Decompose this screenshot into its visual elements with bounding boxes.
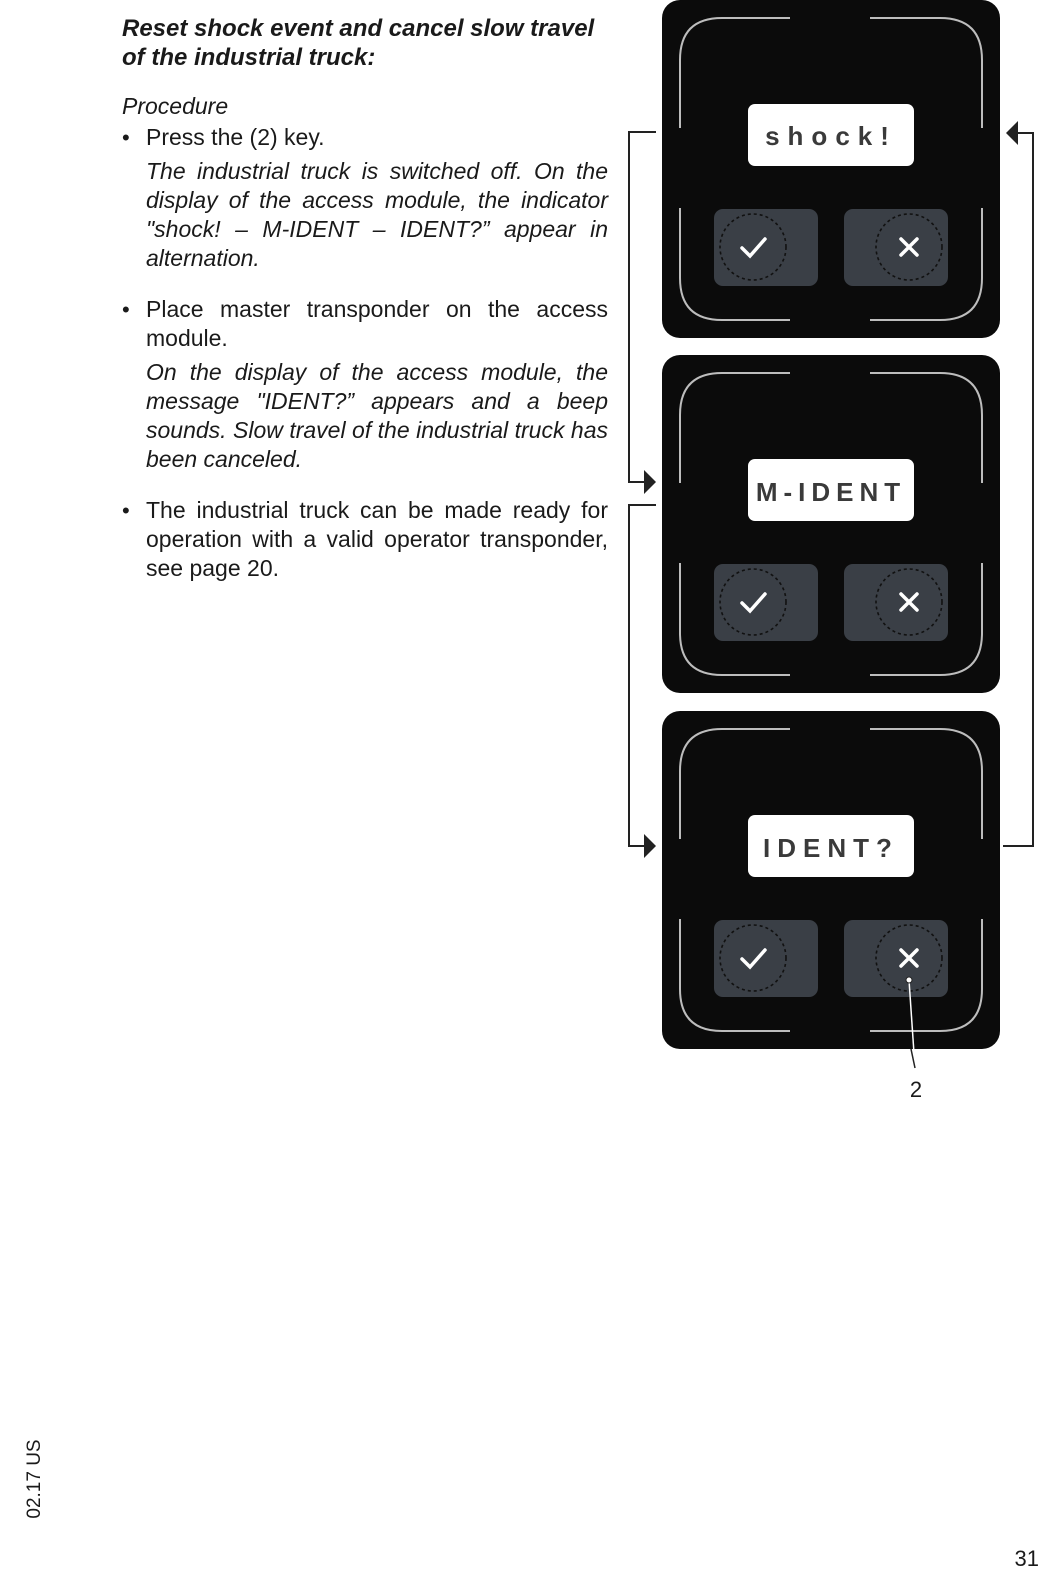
cross-icon <box>899 948 919 968</box>
arrowhead <box>644 470 656 494</box>
step-action: Press the (2) key. <box>146 124 325 150</box>
module-screen-2: M-IDENT <box>662 355 1000 693</box>
cancel-button <box>844 564 948 641</box>
display-text: shock! <box>765 121 897 151</box>
display-text: IDENT? <box>763 833 899 863</box>
module-screen-1: shock! <box>662 0 1000 338</box>
step-action: The industrial truck can be made ready f… <box>146 497 608 581</box>
step-1: • Press the (2) key. The industrial truc… <box>122 123 608 273</box>
module-panel <box>662 711 1000 1049</box>
bullet: • <box>122 297 130 322</box>
callout-2: 2 <box>905 976 922 1102</box>
display-window <box>748 104 914 166</box>
frame-corners <box>679 728 983 1032</box>
step-result: On the display of the access module, the… <box>146 359 608 472</box>
frame-corners <box>679 17 983 321</box>
cross-icon <box>899 592 919 612</box>
sequence-arrows <box>628 121 1034 858</box>
document-code: 02.17 US <box>24 1439 45 1519</box>
procedure-label: Procedure <box>122 93 229 119</box>
page-number: 31 <box>1014 1546 1039 1571</box>
arrow-mident-to-ident <box>628 504 656 847</box>
display-text: M-IDENT <box>756 477 906 507</box>
access-module-figure: shock! M-IDENT <box>620 0 1045 1110</box>
arrowhead <box>1006 121 1018 145</box>
arrow-ident-to-shock <box>1003 132 1034 847</box>
cancel-button <box>844 920 948 997</box>
step-result: The industrial truck is switched off. On… <box>146 158 608 271</box>
bullet: • <box>122 498 130 523</box>
callout-dot <box>905 976 913 984</box>
callout-line <box>908 979 916 1069</box>
module-panel <box>662 355 1000 693</box>
confirm-button <box>714 564 818 641</box>
step-2: • Place master transponder on the access… <box>122 295 608 474</box>
frame-corners <box>679 372 983 676</box>
cancel-button <box>844 209 948 286</box>
step-action: Place master transponder on the access m… <box>146 296 608 351</box>
cross-icon <box>899 237 919 257</box>
confirm-button <box>714 920 818 997</box>
step-3: • The industrial truck can be made ready… <box>122 496 608 583</box>
callout-label: 2 <box>910 1077 922 1102</box>
instruction-text: Reset shock event and cancel slow travel… <box>122 14 608 605</box>
display-window <box>748 459 914 521</box>
confirm-button <box>714 209 818 286</box>
display-window <box>748 815 914 877</box>
module-screen-3: IDENT? <box>662 711 1000 1049</box>
arrow-shock-to-mident <box>628 131 656 483</box>
module-panel <box>662 0 1000 338</box>
bullet: • <box>122 125 130 150</box>
arrowhead <box>644 834 656 858</box>
check-icon <box>740 592 767 614</box>
section-heading: Reset shock event and cancel slow travel… <box>122 15 595 71</box>
check-icon <box>740 948 767 970</box>
check-icon <box>740 237 767 259</box>
